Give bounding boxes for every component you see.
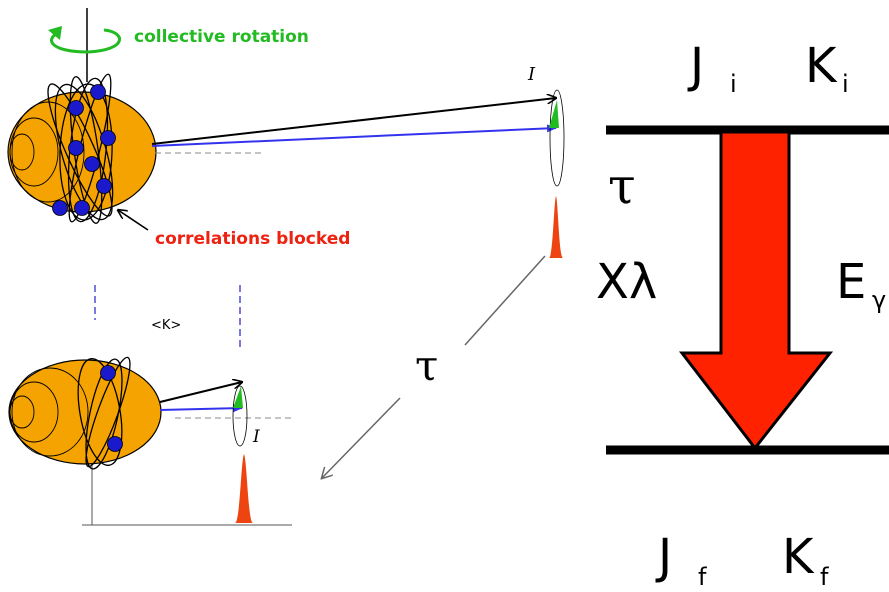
bottom-nucleon-orbits	[77, 356, 131, 470]
top-gamma-peak	[549, 196, 563, 258]
bottom-angmom-label: I	[252, 427, 260, 447]
collective-rotation-label: collective rotation	[134, 27, 309, 47]
energy-label: E	[836, 254, 866, 310]
collective-rotation-arrow-icon	[50, 28, 122, 54]
level-scheme: J i K i τ Xλ E γ J f K f	[596, 38, 889, 591]
initial-k-label: K	[805, 38, 838, 94]
energy-subscript: γ	[872, 286, 886, 314]
top-precession-cone	[549, 89, 565, 187]
top-angmom-label: I	[527, 64, 536, 85]
bottom-precession-cone	[232, 385, 248, 447]
multipolarity-label: Xλ	[596, 254, 657, 310]
initial-j-label: J	[687, 38, 704, 94]
top-angmom-vector	[151, 98, 556, 145]
decay-arrow: τ	[322, 255, 546, 478]
bottom-k-vector	[159, 404, 243, 413]
lifetime-label: τ	[608, 157, 636, 215]
top-nucleus: collective rotation correlati	[7, 8, 565, 258]
k-label: <K>	[151, 318, 181, 333]
correlations-blocked-label: correlations blocked	[155, 229, 350, 249]
gamma-transition-arrow	[678, 130, 834, 451]
bottom-angmom-vector	[159, 382, 242, 403]
final-k-subscript: f	[820, 563, 829, 591]
bottom-nucleus: <K> I	[8, 285, 292, 526]
top-projection-wedge	[549, 100, 559, 128]
final-j-label: J	[655, 529, 672, 585]
bottom-gamma-peak	[235, 454, 253, 523]
correlations-blocked-arrow	[118, 210, 149, 231]
bottom-projection-wedge	[233, 386, 243, 408]
nucleon-orbits	[47, 73, 114, 224]
initial-j-subscript: i	[730, 70, 737, 98]
final-k-label: K	[782, 529, 815, 585]
bottom-nucleons	[100, 365, 123, 452]
top-k-vector	[151, 124, 557, 147]
decay-lifetime-label: τ	[415, 341, 438, 390]
nucleons	[52, 84, 116, 216]
initial-k-subscript: i	[842, 70, 849, 98]
bottom-nucleus-body	[8, 359, 162, 465]
final-j-subscript: f	[698, 563, 707, 591]
